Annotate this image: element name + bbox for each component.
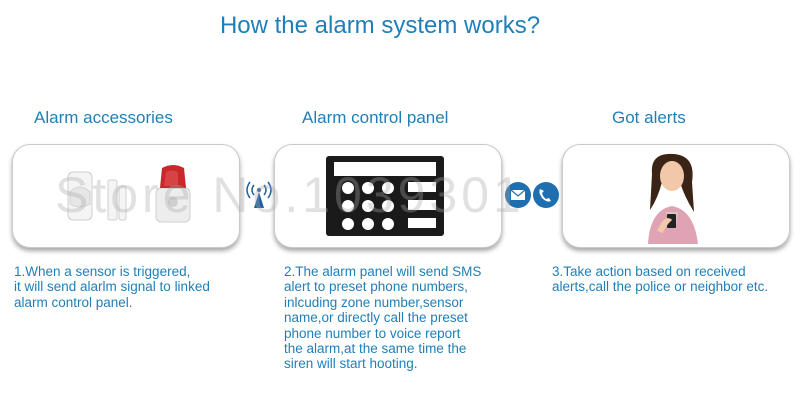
siren-icon (155, 165, 191, 223)
door-contact-icon (107, 179, 127, 221)
step-1-description: 1.When a sensor is triggered, it will se… (14, 264, 210, 310)
sensors-and-siren-illustration (67, 165, 191, 223)
sms-and-call-icon (505, 182, 559, 208)
panel-display (334, 162, 436, 176)
heading-got-alerts: Got alerts (612, 108, 686, 127)
pir-sensor-icon (67, 171, 93, 221)
step-2-description: 2.The alarm panel will send SMS alert to… (284, 264, 482, 372)
step-3-description: 3.Take action based on received alerts,c… (552, 264, 769, 295)
keypad-buttons (340, 180, 396, 232)
heading-alarm-control-panel: Alarm control panel (302, 108, 449, 127)
phone-call-icon (533, 182, 559, 208)
woman-with-phone-illustration (648, 153, 698, 244)
wireless-signal-icon (246, 181, 272, 208)
heading-alarm-accessories: Alarm accessories (34, 108, 173, 127)
page-title: How the alarm system works? (219, 12, 541, 39)
keypad-panel-illustration (326, 156, 444, 236)
